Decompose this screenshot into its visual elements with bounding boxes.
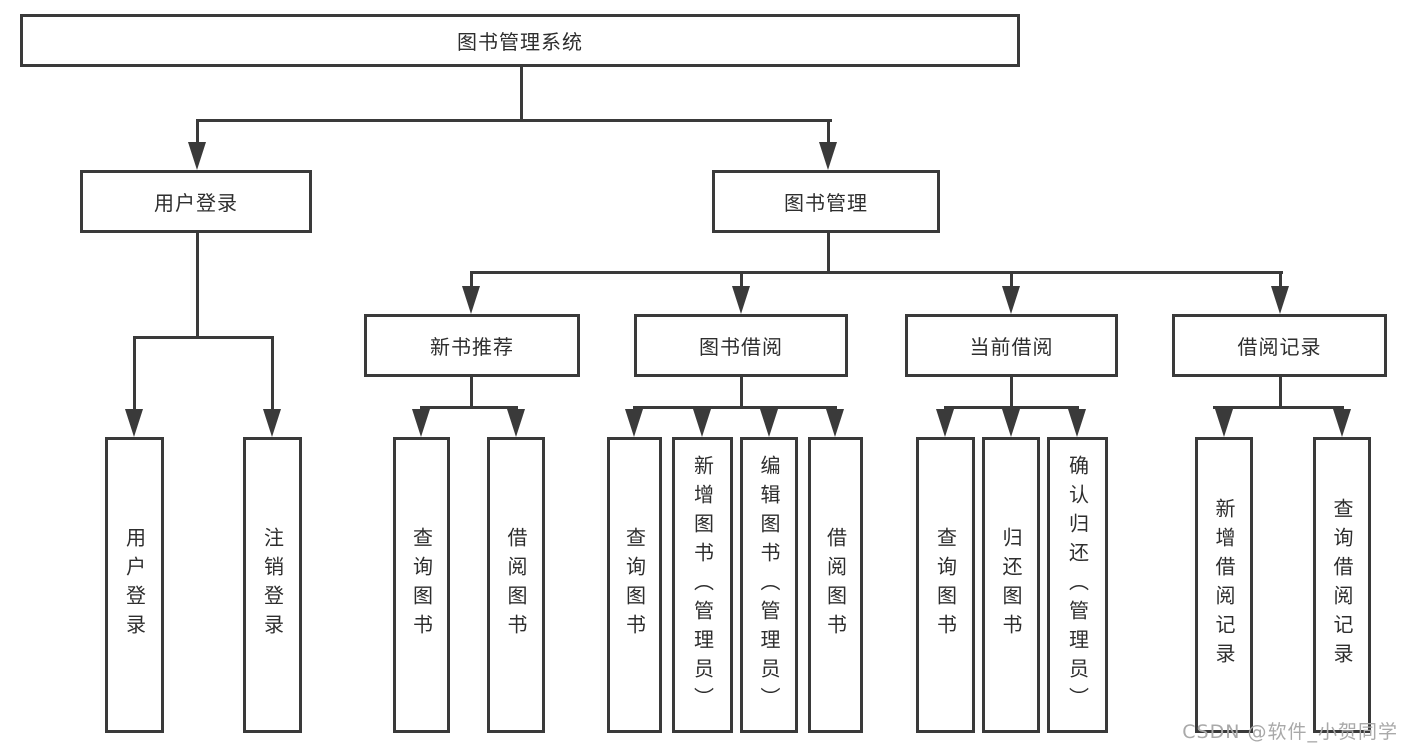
connector-br-bar	[1213, 406, 1344, 409]
node-rec-borrow-label: 借阅图书	[504, 527, 528, 643]
connector-bb-trunk	[740, 377, 743, 409]
connector-rec-trunk	[470, 377, 473, 409]
arrowhead-bb-query	[625, 409, 643, 437]
node-logout-label: 注销登录	[260, 527, 285, 643]
connector-borrow-records-stub	[1279, 271, 1282, 289]
node-book-mgmt: 图书管理	[712, 170, 940, 233]
connector-login-stub	[133, 336, 136, 410]
arrowhead-cb-return	[1002, 409, 1020, 437]
connector-book-mgmt-stub	[827, 119, 830, 145]
arrowhead-login	[125, 409, 143, 437]
node-bb-borrow: 借阅图书	[808, 437, 863, 733]
connector-level2-bar	[196, 119, 832, 122]
connector-user-trunk	[196, 233, 199, 338]
arrowhead-book-mgmt	[819, 142, 837, 170]
node-rec-query: 查询图书	[393, 437, 450, 733]
connector-mgmt-bar	[470, 271, 1283, 274]
node-current-borrow-label: 当前借阅	[969, 335, 1054, 359]
connector-cb-trunk	[1010, 377, 1013, 409]
arrowhead-new-book-rec	[462, 286, 480, 314]
connector-book-borrow-stub	[740, 271, 743, 289]
node-borrow-records: 借阅记录	[1172, 314, 1387, 377]
node-cb-return: 归还图书	[982, 437, 1040, 733]
connector-new-book-rec-stub	[470, 271, 473, 289]
node-book-borrow-label: 图书借阅	[699, 335, 783, 359]
arrowhead-user-login	[188, 142, 206, 170]
node-rec-borrow: 借阅图书	[487, 437, 545, 733]
arrowhead-bb-edit	[760, 409, 778, 437]
node-br-add: 新增借阅记录	[1195, 437, 1253, 733]
arrowhead-rec-query	[412, 409, 430, 437]
node-borrow-records-label: 借阅记录	[1237, 335, 1322, 359]
node-login-label: 用户登录	[122, 527, 147, 643]
node-login: 用户登录	[105, 437, 164, 733]
arrowhead-rec-borrow	[507, 409, 525, 437]
connector-mgmt-trunk	[827, 233, 830, 274]
arrowhead-bb-borrow	[826, 409, 844, 437]
node-cb-confirm-label: 确认归还（管理员）	[1065, 454, 1090, 716]
node-bb-edit: 编辑图书（管理员）	[740, 437, 798, 733]
node-cb-query: 查询图书	[916, 437, 975, 733]
node-bb-add: 新增图书（管理员）	[672, 437, 733, 733]
node-bb-borrow-label: 借阅图书	[823, 527, 848, 643]
arrowhead-book-borrow	[732, 286, 750, 314]
node-cb-return-label: 归还图书	[999, 527, 1023, 643]
node-cb-confirm: 确认归还（管理员）	[1047, 437, 1108, 733]
connector-bb-bar	[633, 406, 837, 409]
node-book-mgmt-label: 图书管理	[784, 191, 868, 215]
node-user-login-label: 用户登录	[154, 191, 238, 215]
node-bb-add-label: 新增图书（管理员）	[690, 454, 715, 716]
node-root-label: 图书管理系统	[457, 30, 583, 54]
node-user-login: 用户登录	[80, 170, 312, 233]
node-new-book-rec-label: 新书推荐	[430, 335, 514, 359]
node-bb-query: 查询图书	[607, 437, 662, 733]
node-cb-query-label: 查询图书	[933, 527, 958, 643]
connector-current-borrow-stub	[1010, 271, 1013, 289]
connector-logout-stub	[271, 336, 274, 410]
arrowhead-bb-add	[693, 409, 711, 437]
node-logout: 注销登录	[243, 437, 302, 733]
connector-br-trunk	[1279, 377, 1282, 409]
node-br-query-label: 查询借阅记录	[1330, 498, 1354, 672]
arrowhead-cb-query	[936, 409, 954, 437]
node-br-add-label: 新增借阅记录	[1212, 498, 1236, 672]
node-br-query: 查询借阅记录	[1313, 437, 1371, 733]
csdn-watermark: CSDN @软件_小贺同学	[1182, 721, 1398, 743]
connector-rec-bar	[420, 406, 518, 409]
connector-user-login-stub	[196, 119, 199, 145]
connector-user-bar	[133, 336, 274, 339]
node-root: 图书管理系统	[20, 14, 1020, 67]
arrowhead-br-query	[1333, 409, 1351, 437]
arrowhead-current-borrow	[1002, 286, 1020, 314]
arrowhead-borrow-records	[1271, 286, 1289, 314]
node-current-borrow: 当前借阅	[905, 314, 1118, 377]
connector-root-trunk	[520, 66, 523, 120]
arrowhead-br-add	[1215, 409, 1233, 437]
arrowhead-logout	[263, 409, 281, 437]
node-bb-query-label: 查询图书	[622, 527, 647, 643]
node-rec-query-label: 查询图书	[409, 527, 434, 643]
node-book-borrow: 图书借阅	[634, 314, 848, 377]
node-bb-edit-label: 编辑图书（管理员）	[757, 454, 781, 716]
arrowhead-cb-confirm	[1068, 409, 1086, 437]
node-new-book-rec: 新书推荐	[364, 314, 580, 377]
